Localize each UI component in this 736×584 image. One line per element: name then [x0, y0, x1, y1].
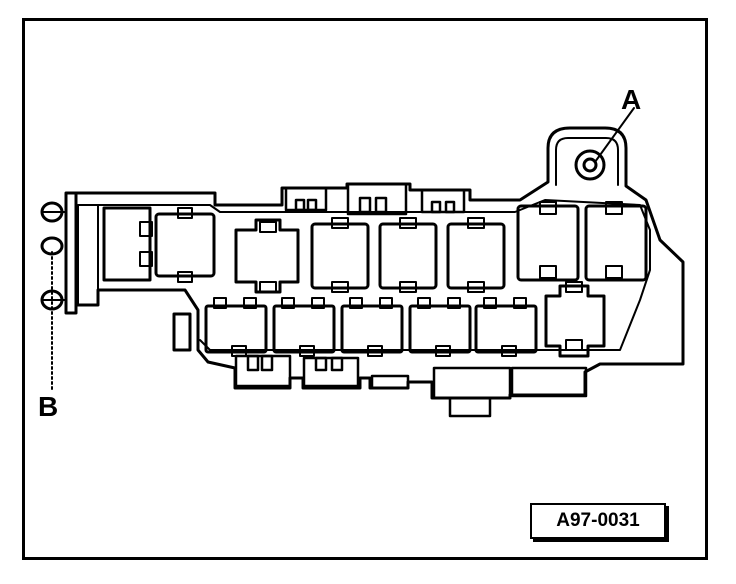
figure-reference-code: A97-0031 — [530, 503, 666, 539]
relay-socket — [234, 218, 300, 294]
top-connector-tabs — [284, 182, 466, 216]
mounting-tab-a — [555, 137, 619, 186]
relay-socket — [340, 297, 404, 357]
callout-label-b: B — [38, 391, 59, 422]
multipoint-connector — [102, 206, 153, 282]
relay-socket — [378, 217, 438, 293]
relay-socket — [446, 217, 506, 293]
relay-socket — [474, 297, 538, 357]
relay-socket — [272, 297, 336, 357]
bottom-connector-tabs — [234, 354, 588, 418]
leader-line-a — [594, 107, 635, 163]
relay-socket-row-bottom — [204, 281, 606, 358]
relay-socket — [584, 201, 648, 282]
callout-label-a: A — [621, 84, 642, 115]
relay-socket — [310, 217, 370, 293]
relay-socket — [544, 281, 606, 358]
relay-socket — [408, 297, 472, 357]
relay-socket — [516, 201, 580, 282]
side-clip — [172, 312, 192, 352]
left-end-bracket — [40, 191, 99, 315]
relay-socket-row-top — [154, 201, 648, 294]
relay-socket — [154, 207, 216, 283]
relay-socket — [204, 297, 268, 357]
